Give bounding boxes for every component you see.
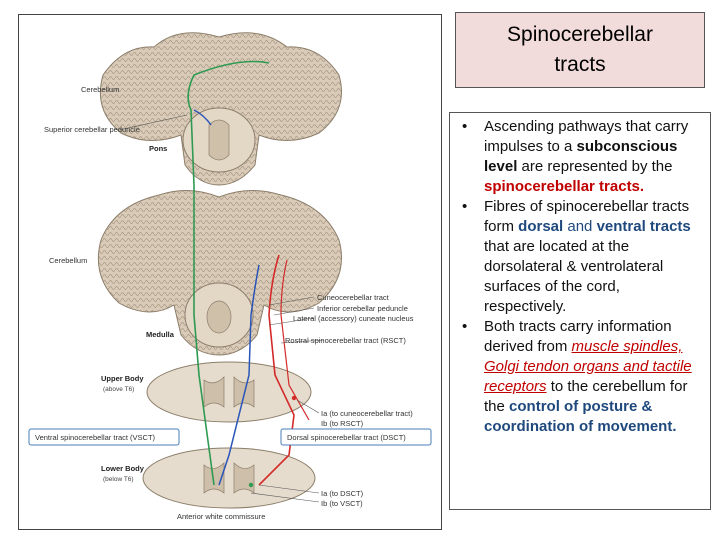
label-cerebellum-mid: Cerebellum: [49, 256, 87, 265]
bullet-dot-icon: •: [462, 118, 468, 135]
upper-spinal-cord-section: [146, 361, 312, 423]
bullet-item-1: • Ascending pathways that carry impulses…: [462, 118, 689, 195]
label-cuneocerebellar-tract: Cuneocerebellar tract: [317, 293, 390, 302]
label-dsct-box: Dorsal spinocerebellar tract (DSCT): [287, 433, 406, 442]
bullet-item-3: • Both tracts carry information derived …: [462, 318, 692, 435]
cerebellum-medulla-section: [97, 189, 342, 356]
label-cerebellum-top: Cerebellum: [81, 85, 119, 94]
label-below-t6: (below T6): [103, 476, 134, 483]
blue-tract-line: [193, 109, 260, 486]
label-rostral-spinocerebellar: Rostral spinocerebellar tract (RSCT): [285, 336, 406, 345]
label-superior-peduncle: Superior cerebellar peduncle: [44, 125, 140, 134]
label-anterior-commissure: Anterior white commissure: [177, 512, 265, 521]
diagram-panel: Cerebellum Superior cerebellar peduncle …: [18, 14, 442, 530]
label-ib-rsct: Ib (to RSCT): [321, 419, 364, 428]
label-pons: Pons: [149, 144, 167, 153]
label-inferior-peduncle: Inferior cerebellar peduncle: [317, 304, 408, 313]
label-ia-dsct: Ia (to DSCT): [321, 489, 364, 498]
label-ib-vsct: Ib (to VSCT): [321, 499, 363, 508]
bullet-list: • Ascending pathways that carry impulses…: [450, 113, 710, 437]
spinocerebellar-diagram: Cerebellum Superior cerebellar peduncle …: [28, 32, 432, 521]
green-tract-line: [187, 60, 270, 486]
label-vsct-box: Ventral spinocerebellar tract (VSCT): [35, 433, 156, 442]
label-ia-cuneocerebellar: Ia (to cuneocerebellar tract): [321, 409, 413, 418]
bullet-dot-icon: •: [462, 198, 468, 215]
label-upper-body: Upper Body: [101, 374, 144, 383]
label-lateral-cuneate: Lateral (accessory) cuneate nucleus: [293, 314, 414, 323]
title-box: Spinocerebellar tracts: [455, 12, 705, 88]
bullet-dot-icon: •: [462, 318, 468, 335]
lower-spinal-cord-section: [142, 447, 316, 509]
label-above-t6: (above T6): [103, 386, 134, 393]
bullet-list-box: • Ascending pathways that carry impulses…: [449, 112, 711, 510]
page-title: Spinocerebellar tracts: [507, 23, 653, 76]
bullet-item-2: • Fibres of spinocerebellar tracts form …: [462, 198, 691, 315]
label-lower-body: Lower Body: [101, 464, 145, 473]
red-tract-line: [258, 254, 295, 486]
label-medulla: Medulla: [146, 330, 175, 339]
cerebellum-pons-section: [99, 32, 342, 186]
red-tract-line-2: [280, 259, 310, 421]
